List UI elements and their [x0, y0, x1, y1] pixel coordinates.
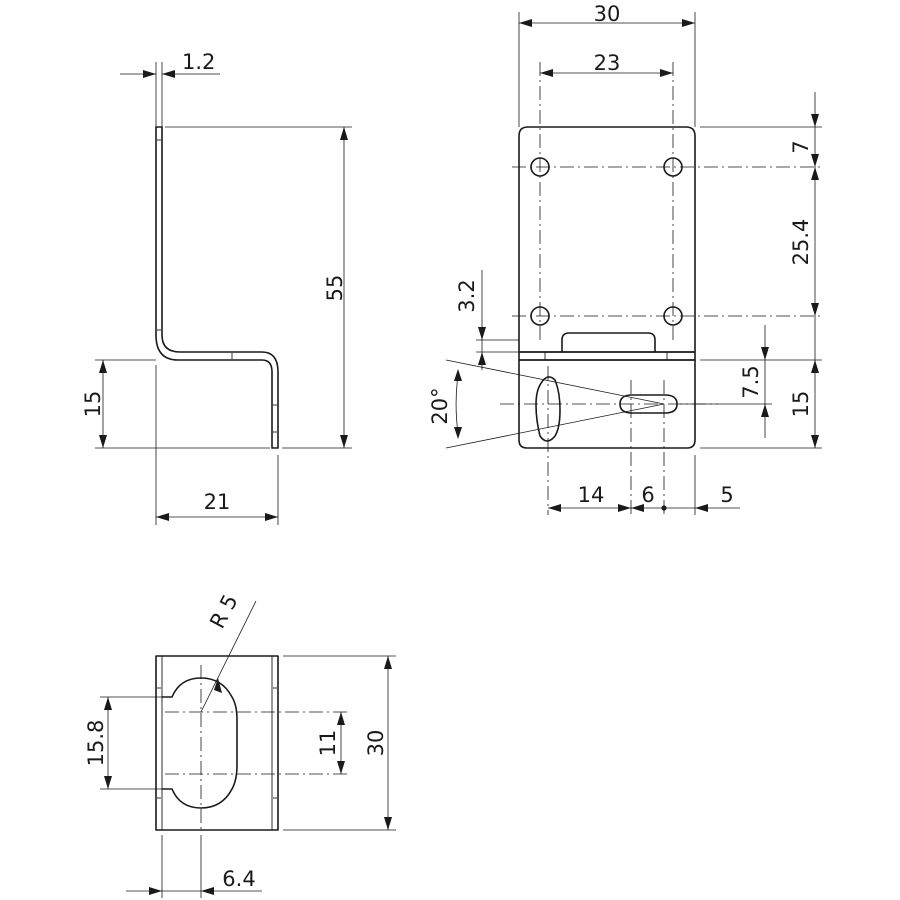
dim-front-lower-height: 15 [789, 391, 813, 418]
dim-hole-spacing-x: 23 [594, 51, 621, 75]
dim-radius: R 5 [205, 590, 242, 632]
dim-total-height: 55 [323, 275, 347, 302]
straight-slot [619, 394, 678, 414]
side-view: 1.2 55 15 21 [81, 50, 352, 525]
keyhole-slot [161, 677, 238, 809]
dim-gap: 3.2 [455, 279, 479, 312]
bottom-view: R 5 15.8 11 30 6.4 [84, 590, 396, 898]
dim-slot-length: 6 [641, 483, 654, 507]
dim-angle: 20° [428, 387, 452, 424]
bottom-view-outline [155, 655, 279, 831]
dim-depth: 21 [204, 490, 231, 514]
dim-thickness: 1.2 [182, 50, 215, 74]
dim-lower-height: 15 [81, 391, 105, 418]
curved-slot [535, 376, 561, 442]
dim-offset-left: 14 [578, 483, 605, 507]
dim-bottom-offset: 6.4 [222, 867, 255, 891]
dim-offset-right: 5 [720, 483, 733, 507]
dim-slot-span: 15.8 [84, 720, 108, 767]
side-view-outline [155, 126, 279, 449]
dim-slot-offset: 7.5 [739, 365, 763, 398]
dim-bottom-width: 30 [364, 730, 388, 757]
dim-slot-inner: 11 [316, 730, 340, 757]
front-lower-plate [518, 359, 696, 449]
dim-hole-offset-top: 7 [789, 140, 813, 153]
dim-hole-spacing-y: 25.4 [789, 219, 813, 266]
front-view: 20° 30 23 7 25.4 15 7.5 [428, 2, 822, 515]
front-tab [561, 332, 656, 353]
dim-overall-width: 30 [594, 2, 621, 26]
